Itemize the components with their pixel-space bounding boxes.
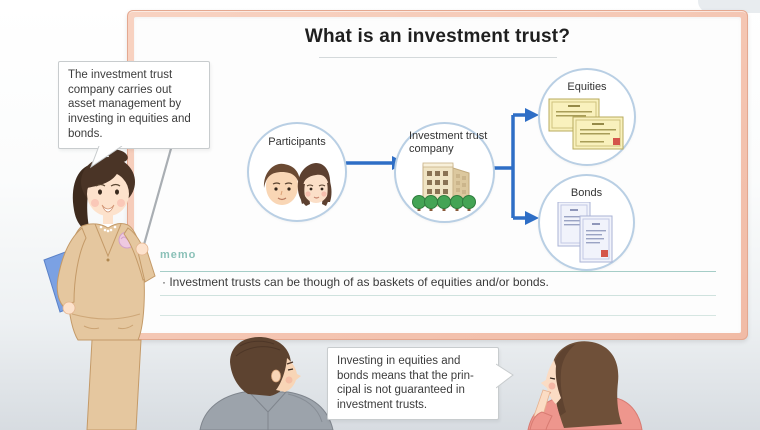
company-label: Investment trust company: [409, 130, 488, 155]
teacher-speech-bubble: The investment trust company carries out…: [58, 61, 210, 149]
memo-rule-line: [160, 295, 716, 296]
participants-faces-icon: [263, 163, 332, 206]
equities-label: Equities: [567, 81, 607, 93]
memo-rule-line: [160, 315, 716, 316]
student-speech-bubble: Investing in equities and bonds means th…: [327, 347, 499, 420]
whiteboard-surface: What is an investment trust? Participant…: [134, 17, 741, 333]
listening-woman-illustration: [527, 341, 643, 430]
diagram-node-company: Investment trust company: [394, 122, 495, 223]
equity-certificates-icon: [548, 98, 624, 150]
background-shape: [698, 0, 760, 13]
memo-label: memo: [160, 249, 197, 261]
teacher-bubble-tail: [89, 146, 123, 169]
teacher-with-pointer-illustration: [43, 143, 174, 430]
student-bubble-tail: [496, 363, 514, 389]
diagram-node-bonds: Bonds: [538, 174, 635, 271]
diagram-node-equities: Equities: [538, 68, 636, 166]
participants-label: Participants: [268, 136, 326, 148]
bonds-label: Bonds: [570, 187, 603, 199]
memo-note: · Investment trusts can be though of as …: [162, 275, 549, 289]
listening-man-illustration: [199, 337, 334, 430]
title-underline: [318, 57, 557, 58]
bond-certificates-icon: [557, 202, 613, 263]
page-title: What is an investment trust?: [304, 26, 571, 47]
whiteboard-frame: What is an investment trust? Participant…: [127, 10, 748, 340]
diagram-node-participants: Participants: [247, 122, 347, 222]
memo-rule-line: [160, 271, 716, 272]
office-building-icon: [412, 162, 476, 211]
